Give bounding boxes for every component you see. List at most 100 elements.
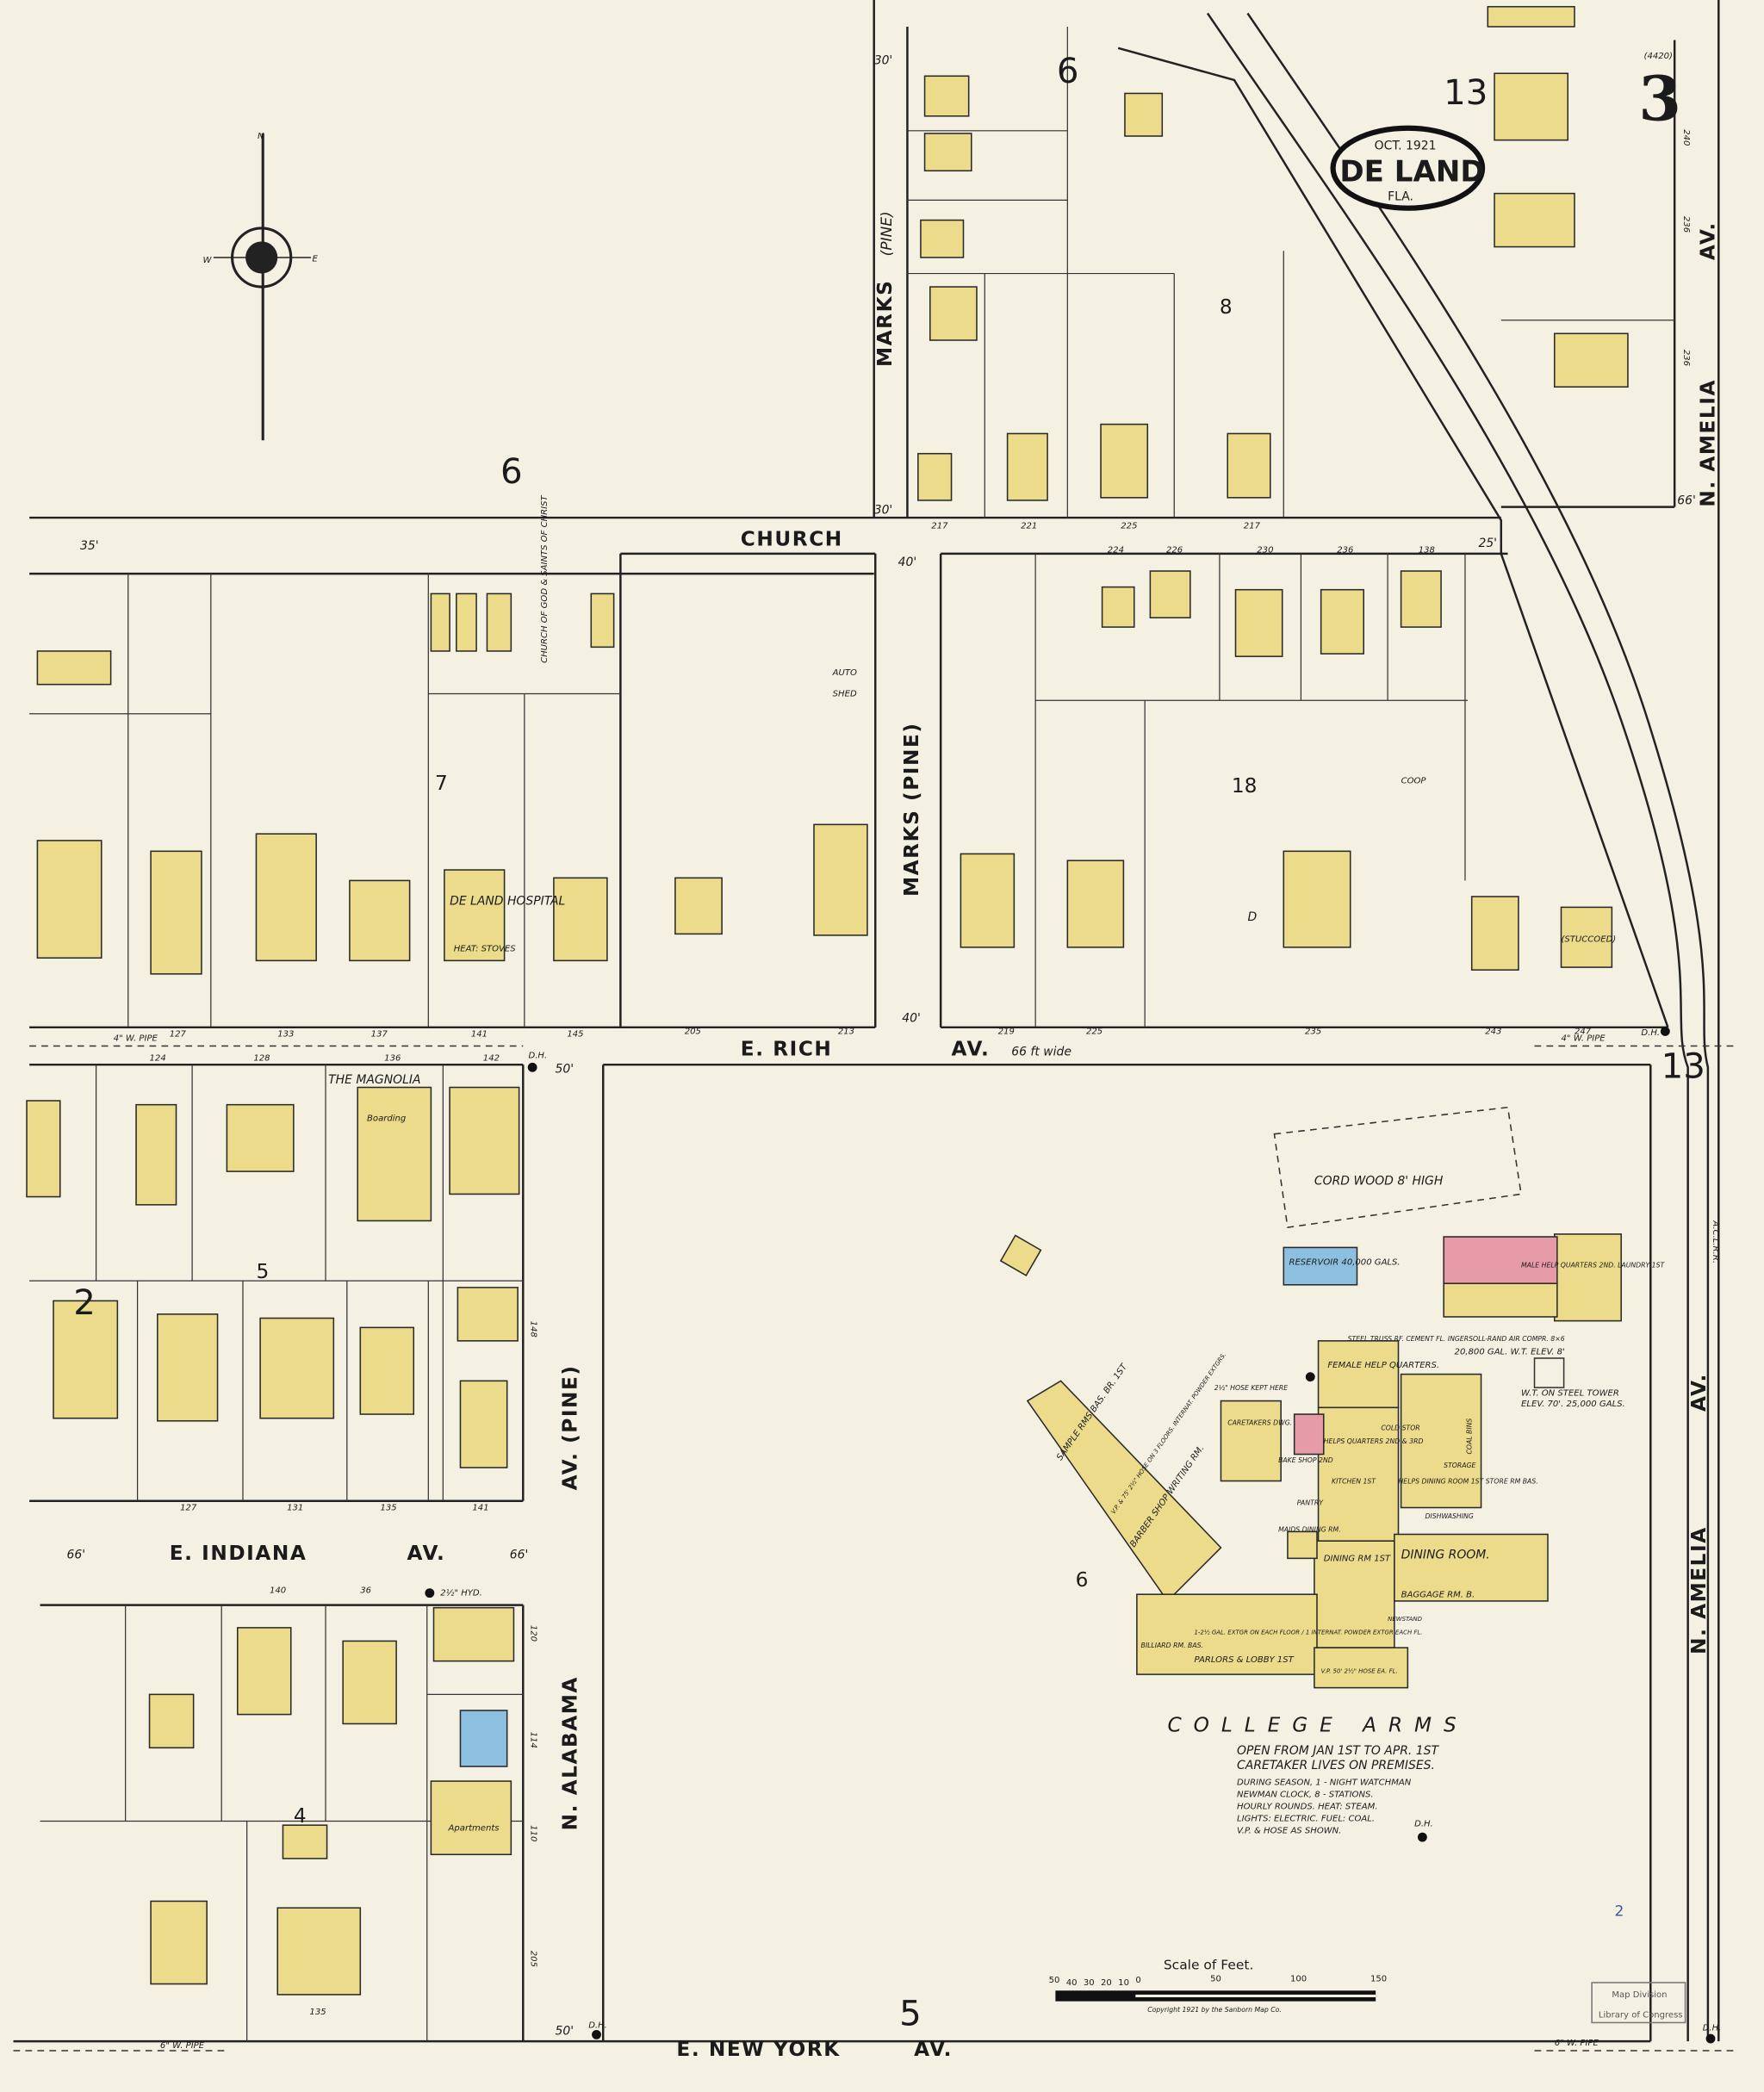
width-label: 25'	[1478, 537, 1497, 550]
street-indiana-av: AV.	[407, 1542, 446, 1565]
street-amelia-bottom-av: AV.	[1687, 1373, 1711, 1412]
address: 243	[1485, 1027, 1501, 1037]
address: 131	[287, 1504, 303, 1513]
street-grid	[13, 0, 1735, 2052]
address: 110	[529, 1825, 538, 1841]
block-number: 6	[500, 452, 523, 492]
address: 213	[838, 1027, 854, 1037]
address: 221	[1021, 521, 1037, 531]
dh-label: D.H.	[528, 1051, 547, 1060]
title-date: OCT. 1921	[1375, 140, 1437, 153]
title-state: FLA.	[1388, 189, 1413, 203]
block-number: 6	[1057, 52, 1079, 91]
label-maids-dining: MAIDS DINING RM.	[1278, 1525, 1341, 1533]
label-pantry: PANTRY	[1297, 1499, 1324, 1506]
address: 137	[371, 1030, 388, 1040]
address: 145	[567, 1030, 583, 1040]
label-tank: W.T. ON STEEL TOWER ELEV. 70'. 25,000 GA…	[1521, 1387, 1625, 1409]
address: 205	[529, 1951, 538, 1967]
scale-tick: 10	[1118, 1978, 1129, 1988]
college-arms-notes: COLLEGE ARMS OPEN FROM JAN 1ST TO APR. 1…	[1168, 1714, 1469, 1836]
label-reservoir: RESERVOIR 40,000 GALS.	[1289, 1258, 1400, 1268]
fire-note: V.P. & HOSE AS SHOWN.	[1237, 1826, 1341, 1835]
street-rich: E. RICH	[741, 1037, 833, 1060]
fire-note: HOURLY ROUNDS. HEAT: STEAM.	[1237, 1803, 1377, 1812]
hydrant-label: 2½" HYD.	[440, 1588, 482, 1598]
address: 247	[1575, 1027, 1592, 1037]
pipe-label: 4" W. PIPE	[114, 1034, 158, 1043]
label-dishwashing: DISHWASHING	[1425, 1512, 1473, 1520]
address: 128	[253, 1054, 270, 1064]
block-number: 4	[294, 1804, 307, 1828]
scale-tick: 50	[1049, 1976, 1060, 1985]
college-arms-title: COLLEGE ARMS	[1168, 1714, 1469, 1737]
address: 236	[1681, 216, 1691, 233]
label-church-of-god: CHURCH OF GOD & SAINTS OF CHRIST	[540, 494, 550, 662]
pipe-label: 6" W. PIPE	[1555, 2039, 1599, 2048]
label-caretakers: CARETAKERS DWG.	[1227, 1418, 1292, 1426]
width-label: 66'	[66, 1548, 85, 1561]
width-label: 30'	[874, 53, 893, 67]
library-stamp: Map Division Library of Congress 2	[1591, 1903, 1686, 2024]
street-alabama: N. ALABAMA	[558, 1676, 581, 1830]
block-numbers: 6 6 8 13 7 18 5 2 4 6 5 13 (4420)	[73, 52, 1705, 2034]
address: 217	[931, 521, 948, 531]
label-laundry: MALE HELP QUARTERS 2ND. LAUNDRY 1ST	[1521, 1262, 1665, 1269]
scale-tick: 100	[1290, 1974, 1307, 1983]
pipe-label: 4" W. PIPE	[1561, 1034, 1606, 1043]
title-cartouche: OCT. 1921 DE LAND FLA. 3	[1330, 62, 1681, 211]
label-billiard: BILLIARD RM. BAS.	[1141, 1642, 1204, 1649]
width-label: 50'	[555, 1062, 574, 1076]
label-shed: SHED	[833, 690, 857, 699]
label-auto: AUTO	[832, 668, 857, 678]
street-amelia-top: N. AMELIA	[1697, 379, 1720, 507]
scale-tick: 30	[1084, 1978, 1095, 1988]
corner-ref: (4420)	[1644, 52, 1673, 61]
street-labels: CHURCH MARKS (PINE) MARKS (PINE) E. RICH…	[170, 211, 1720, 2061]
address: 114	[529, 1732, 538, 1748]
address: 205	[685, 1027, 701, 1037]
street-indiana: E. INDIANA	[170, 1542, 307, 1565]
width-label: 40'	[898, 556, 917, 569]
label-cord-wood: CORD WOOD 8' HIGH	[1314, 1175, 1444, 1189]
label-hose-kept: 2½" HOSE KEPT HERE	[1214, 1384, 1288, 1392]
address: 226	[1166, 545, 1183, 555]
label-apartments: Apartments	[448, 1823, 500, 1833]
block-number: 2	[73, 1283, 96, 1323]
fire-note: NEWMAN CLOCK, 8 - STATIONS.	[1237, 1791, 1373, 1800]
block-number: 5	[256, 1260, 269, 1283]
address-numbers: 127 133 137 141 145 217 221 225 217 224 …	[150, 129, 1691, 2017]
width-label: 40'	[902, 1012, 921, 1026]
address: 135	[309, 2008, 326, 2017]
label-dwelling: D	[1247, 910, 1257, 924]
dh-label: D.H.	[1703, 2024, 1722, 2033]
width-label: 50'	[555, 2024, 574, 2038]
address: 124	[150, 1054, 166, 1064]
address: 235	[1305, 1027, 1321, 1037]
address: 141	[471, 1030, 488, 1040]
scale-tick: 0	[1135, 1976, 1140, 1985]
address: 138	[1419, 545, 1435, 555]
address: 140	[270, 1586, 286, 1596]
width-label: 66'	[1677, 494, 1696, 508]
label-storage: STORAGE	[1444, 1462, 1475, 1469]
street-marks-pine: (PINE)	[879, 211, 896, 256]
scale-tick: 40	[1066, 1978, 1078, 1988]
stamp-line: Map Division	[1612, 1990, 1667, 2000]
address: 136	[384, 1054, 401, 1064]
dh-label: D.H.	[1641, 1028, 1660, 1038]
block-number: 6	[1076, 1568, 1089, 1592]
street-amelia-bottom: N. AMELIA	[1687, 1526, 1711, 1654]
address: 127	[180, 1504, 197, 1513]
address: 225	[1086, 1027, 1102, 1037]
label-magnolia: THE MAGNOLIA	[328, 1073, 420, 1087]
scale-title: Scale of Feet.	[1164, 1957, 1254, 1972]
label-parlors: PARLORS & LOBBY 1ST	[1194, 1655, 1294, 1665]
address: 127	[170, 1030, 187, 1040]
label-boarding: Boarding	[367, 1114, 406, 1123]
fire-note: LIGHTS: ELECTRIC. FUEL: COAL.	[1237, 1815, 1375, 1824]
label-coop: COOP	[1401, 776, 1427, 785]
width-label: 35'	[80, 539, 99, 553]
block-number: 5	[899, 1995, 922, 2034]
